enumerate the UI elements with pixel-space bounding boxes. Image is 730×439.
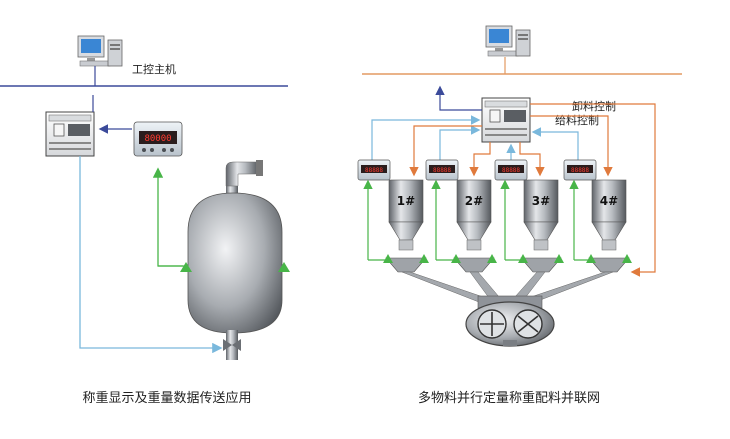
control-cabinet-icon: [481, 97, 531, 143]
indicator-display: 88888: [502, 167, 520, 174]
left-caption: 称重显示及重量数据传送应用: [82, 390, 251, 406]
feed-control-1: [409, 125, 482, 177]
weighing-indicator-3: 88888: [494, 159, 528, 181]
host-label: 工控主机: [132, 62, 176, 76]
material-bin-2: 2#: [451, 179, 497, 273]
feed-control-2: [469, 142, 491, 177]
right-panel: 卸料控制 给料控制 88888 88888 88888: [357, 25, 682, 406]
uplink-arrow: [435, 85, 482, 111]
signal-line-1: [371, 115, 481, 162]
signal-line-4: [531, 127, 579, 160]
weighing-indicator: 80000: [133, 121, 183, 157]
material-bin-1: 1#: [383, 179, 429, 273]
mixer: [465, 295, 555, 347]
discharge-chutes: [401, 271, 614, 305]
load-cell-icon: [278, 262, 290, 272]
bin-label: 2#: [465, 194, 483, 208]
bin-label: 1#: [397, 194, 415, 208]
indicator-display: 88888: [571, 167, 589, 174]
weighing-indicator-4: 88888: [563, 159, 597, 181]
host-computer-icon: [77, 35, 123, 67]
host-computer-icon: [485, 25, 531, 57]
signal-line-2: [439, 125, 481, 160]
control-cabinet-icon: [45, 111, 95, 157]
load-cell-icon: [180, 262, 192, 272]
discharge-control-label: 卸料控制: [572, 99, 616, 113]
storage-tank: [187, 160, 283, 360]
material-bin-4: 4#: [586, 179, 632, 273]
load-cell-signal: [152, 167, 183, 267]
weighing-indicator-1: 88888: [357, 159, 391, 181]
valve-control-line: [79, 156, 223, 354]
feed-control-3: [519, 142, 545, 177]
indicator-display: 88888: [433, 167, 451, 174]
weighing-indicator-2: 88888: [425, 159, 459, 181]
material-bin-3: 3#: [518, 179, 564, 273]
discharge-control-line: [530, 103, 656, 277]
left-panel: 工控主机 80000: [0, 35, 290, 406]
bin-label: 4#: [600, 194, 618, 208]
indicator-display: 88888: [365, 167, 383, 174]
feed-control-label: 给料控制: [555, 113, 599, 127]
bin-label: 3#: [532, 194, 550, 208]
indicator-display: 80000: [144, 134, 171, 144]
right-caption: 多物料并行定量称重配料并联网: [418, 390, 600, 406]
feed-control-4: [530, 115, 613, 177]
